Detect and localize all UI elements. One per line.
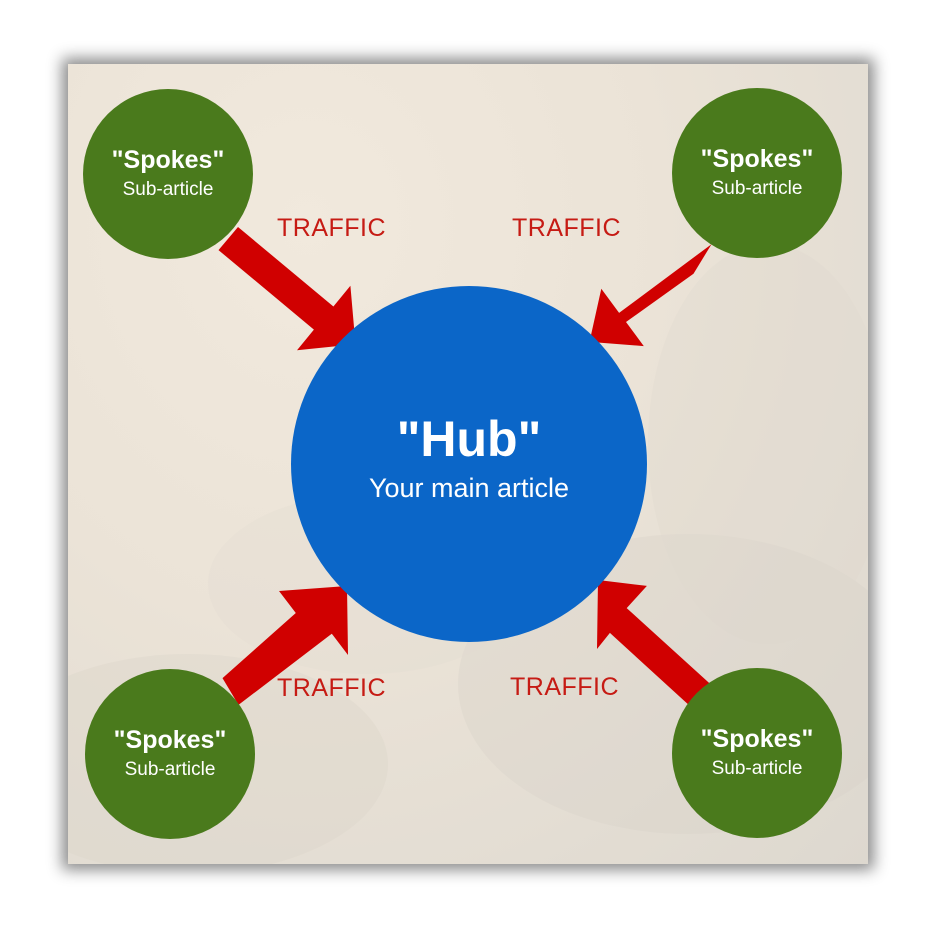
spoke-top-left: "Spokes" Sub-article — [83, 89, 253, 259]
spoke-subtitle: Sub-article — [711, 758, 803, 779]
hub-circle: "Hub" Your main article — [291, 286, 647, 642]
traffic-label-top-left: TRAFFIC — [277, 214, 387, 242]
arrow-bottom-right — [597, 580, 718, 707]
spoke-bottom-left: "Spokes" Sub-article — [85, 669, 255, 839]
traffic-label-top-right: TRAFFIC — [512, 214, 622, 242]
spoke-title: "Spokes" — [113, 726, 227, 754]
spoke-subtitle: Sub-article — [711, 178, 803, 199]
diagram-card: "Spokes" Sub-article "Spokes" Sub-articl… — [68, 64, 868, 864]
spoke-title: "Spokes" — [700, 145, 814, 173]
traffic-label-bottom-right: TRAFFIC — [510, 673, 620, 701]
arrow-top-left — [218, 227, 356, 351]
spoke-top-right: "Spokes" Sub-article — [672, 88, 842, 258]
spoke-title: "Spokes" — [700, 725, 814, 753]
spoke-title: "Spokes" — [111, 146, 225, 174]
traffic-arrows — [218, 227, 718, 707]
hub-title: "Hub" — [396, 411, 542, 467]
arrow-top-right — [589, 244, 712, 347]
spoke-subtitle: Sub-article — [122, 179, 214, 200]
traffic-label-bottom-left: TRAFFIC — [277, 674, 387, 702]
spoke-bottom-right: "Spokes" Sub-article — [672, 668, 842, 838]
hub-subtitle: Your main article — [368, 473, 570, 503]
arrow-bottom-left — [222, 586, 348, 705]
spoke-subtitle: Sub-article — [124, 759, 216, 780]
